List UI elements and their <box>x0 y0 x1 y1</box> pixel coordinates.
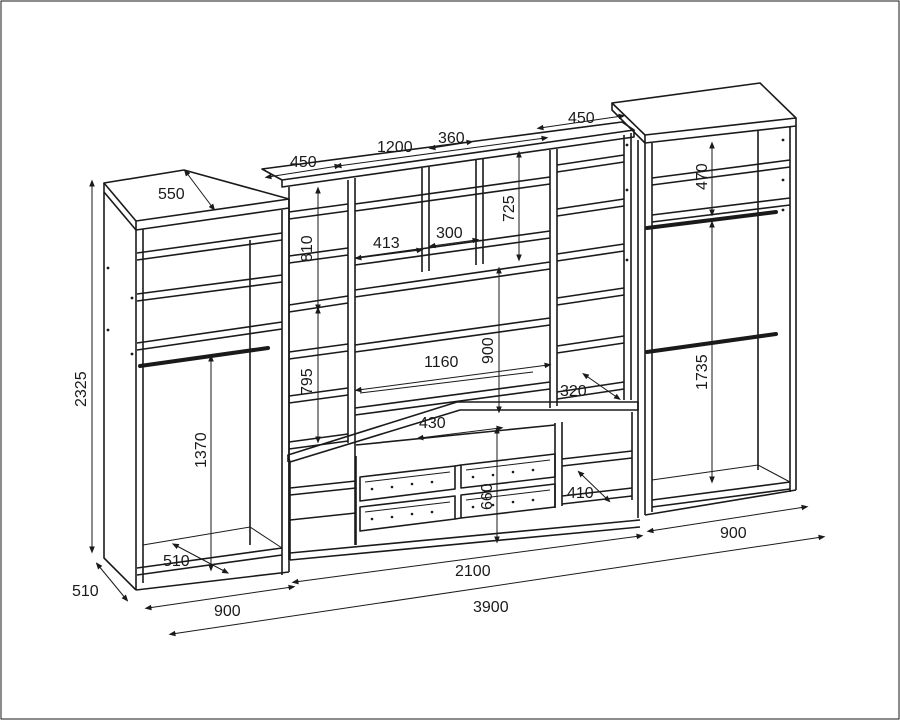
label-1370: 1370 <box>193 432 210 468</box>
label-900-right: 900 <box>720 525 747 542</box>
label-795: 795 <box>299 368 316 395</box>
label-2325: 2325 <box>73 371 90 407</box>
label-3900: 3900 <box>473 599 509 616</box>
label-410: 410 <box>567 485 594 502</box>
label-430: 430 <box>419 415 446 432</box>
dimension-lines <box>89 113 826 637</box>
label-320: 320 <box>560 383 587 400</box>
label-413: 413 <box>373 235 400 252</box>
label-450-right: 450 <box>568 110 595 127</box>
label-1735: 1735 <box>694 354 711 390</box>
label-550: 550 <box>158 186 185 203</box>
label-300: 300 <box>436 225 463 242</box>
label-810: 810 <box>299 235 316 262</box>
label-450-left: 450 <box>290 154 317 171</box>
right-wardrobe <box>611 82 797 518</box>
label-510-depth: 510 <box>72 583 99 600</box>
label-900-vertical: 900 <box>480 337 497 364</box>
dimension-labels: 550 450 1200 360 450 810 413 300 725 470… <box>72 110 747 620</box>
label-360: 360 <box>438 130 465 147</box>
label-1160: 1160 <box>424 354 459 371</box>
label-2100: 2100 <box>455 563 491 580</box>
label-1200: 1200 <box>377 139 413 156</box>
center-unit <box>261 121 641 561</box>
label-470: 470 <box>694 163 711 190</box>
label-510-inner: 510 <box>163 553 190 570</box>
left-wardrobe <box>103 169 290 591</box>
label-725: 725 <box>501 195 518 222</box>
label-660: 660 <box>479 483 496 510</box>
label-900-left: 900 <box>214 603 241 620</box>
